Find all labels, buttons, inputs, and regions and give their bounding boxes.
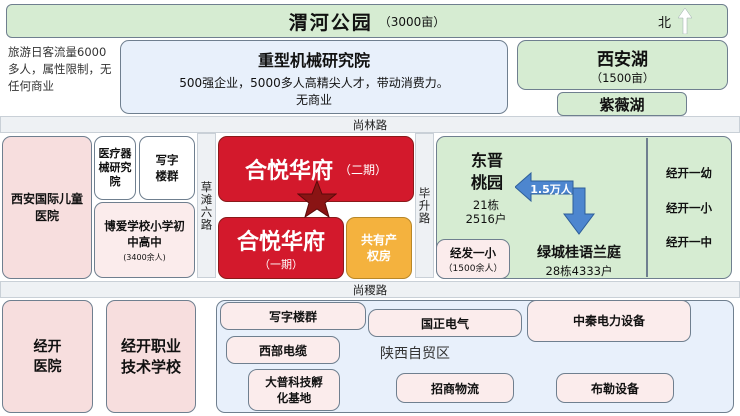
tourism-note: 旅游日客流量6000多人，属性限制，无任何商业 — [8, 45, 112, 93]
jingfa-school: 经发一小 （1500余人） — [436, 239, 510, 279]
dongjin-name: 东晋桃园 — [470, 151, 503, 192]
weihe-park: 渭河公园 （3000亩） — [6, 4, 728, 38]
jingkai-hospital: 经开医院 — [2, 300, 93, 413]
bule: 布勒设备 — [556, 373, 674, 403]
dongjin-buildings: 21栋 — [472, 198, 500, 212]
dapu: 大普科技孵化基地 — [248, 369, 340, 411]
project-star-icon — [296, 179, 338, 219]
population-arrow-icon — [514, 168, 601, 236]
ziwei-lake: 紫薇湖 — [557, 92, 687, 116]
dapu-label: 大普科技孵化基地 — [265, 375, 323, 405]
bule-label: 布勒设备 — [590, 381, 639, 396]
medical-institute: 医疗器械研究院 — [94, 136, 136, 200]
middle-label: 经开一中 — [666, 235, 712, 249]
park-title: 渭河公园 — [288, 11, 373, 34]
office-cluster-south-label: 写字楼群 — [268, 309, 317, 324]
heyue-phase2-tag: （二期） — [339, 162, 388, 177]
office-cluster-south: 写字楼群 — [220, 302, 366, 330]
public-housing-label: 共有产权房 — [360, 233, 397, 263]
jingfa-students: （1500余人） — [443, 263, 503, 274]
boai-students: (3400余人) — [123, 252, 166, 262]
research-institute: 重型机械研究院 500强企业，5000多人高精尖人才，带动消费力。 无商业 — [120, 40, 508, 114]
western-cable: 西部电缆 — [226, 336, 340, 364]
children-hospital-label: 西安国际儿童医院 — [10, 191, 83, 223]
road-caotan6: 草滩六路 — [197, 133, 216, 278]
heyue-phase1-tag: （一期） — [259, 258, 303, 271]
free-trade-zone-label: 陕西自贸区 — [380, 346, 450, 362]
vocational-school-label: 经开职业技术学校 — [120, 336, 181, 376]
heyue-phase1-name: 合悦华府 — [236, 230, 325, 255]
guozheng: 国正电气 — [368, 309, 522, 337]
research-note: 无商业 — [295, 92, 332, 107]
zhongqin-label: 中秦电力设备 — [573, 314, 646, 328]
heyue-phase2-name: 合悦华府 — [244, 159, 333, 184]
zhongqin: 中秦电力设备 — [527, 300, 691, 342]
primary-label: 经开一小 — [666, 201, 712, 215]
road-caotan6-label: 草滩六路 — [199, 180, 214, 231]
ziwei-lake-title: 紫薇湖 — [599, 95, 645, 114]
heyue-phase1: 合悦华府 （一期） — [218, 217, 344, 279]
road-shanglin: 尚林路 — [0, 116, 740, 133]
vocational-school: 经开职业技术学校 — [106, 300, 196, 413]
boai-school-label: 博爱学校小学初中高中 — [104, 218, 185, 249]
xian-lake-title: 西安湖 — [597, 49, 648, 70]
lvcheng-stats: 28栋4333户 — [545, 264, 613, 278]
research-title: 重型机械研究院 — [257, 50, 370, 70]
dongjin-households: 2516户 — [465, 212, 507, 226]
kindergarten-label: 经开一幼 — [666, 166, 712, 180]
xian-lake-area: （1500亩） — [590, 70, 655, 85]
boai-school: 博爱学校小学初中高中 (3400余人) — [94, 202, 195, 278]
road-shangji-label: 尚稷路 — [352, 282, 388, 297]
office-cluster-west: 写字楼群 — [139, 136, 195, 200]
office-cluster-west-label: 写字楼群 — [155, 153, 179, 183]
zhaoshang: 招商物流 — [396, 373, 514, 403]
research-desc: 500强企业，5000多人高精尖人才，带动消费力。 — [179, 75, 449, 90]
road-shangji: 尚稷路 — [0, 281, 740, 298]
lvcheng-name: 绿城桂语兰庭 — [537, 245, 621, 261]
medical-institute-label: 医疗器械研究院 — [98, 147, 132, 188]
road-bisheng-label: 毕升路 — [417, 186, 432, 225]
public-housing: 共有产权房 — [346, 217, 412, 279]
north-arrow-icon — [677, 7, 693, 35]
road-bisheng: 毕升路 — [415, 133, 434, 278]
north-label: 北 — [658, 16, 672, 31]
children-hospital: 西安国际儿童医院 — [2, 136, 92, 279]
road-shanglin-label: 尚林路 — [352, 117, 388, 132]
east-schools-divider — [646, 138, 648, 277]
population-label: 1.5万人 — [530, 183, 572, 196]
zhaoshang-label: 招商物流 — [430, 381, 479, 396]
guozheng-label: 国正电气 — [420, 316, 469, 331]
jingkai-hospital-label: 经开医院 — [33, 338, 62, 375]
park-area: （3000亩） — [378, 14, 446, 29]
jingfa-school-label: 经发一小 — [450, 245, 496, 260]
western-cable-label: 西部电缆 — [258, 343, 307, 358]
xian-lake: 西安湖 （1500亩） — [517, 40, 728, 90]
